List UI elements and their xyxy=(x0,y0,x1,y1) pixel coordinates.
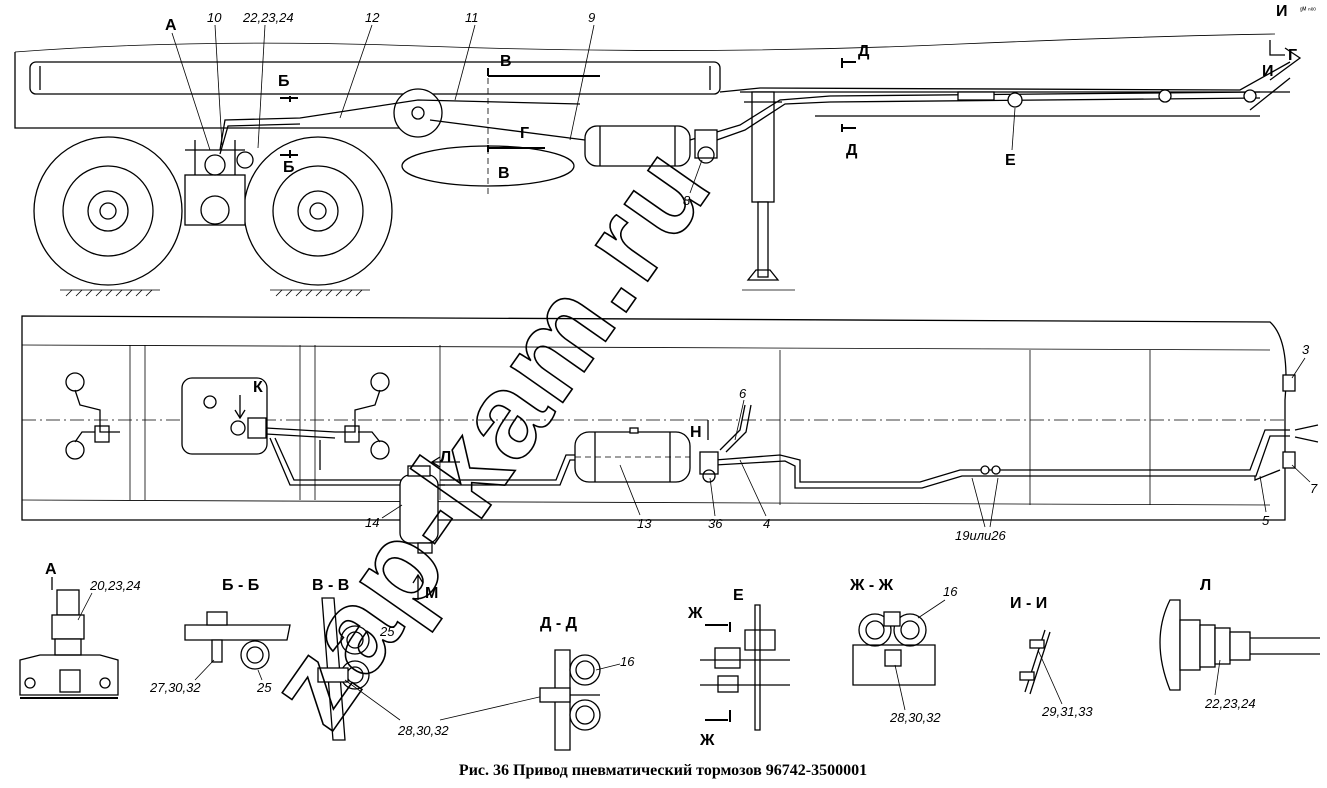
detail-zhzh: Ж - Ж 16 28,30,32 xyxy=(849,577,958,725)
label-19-26: 19или26 xyxy=(955,528,1006,543)
compartment-k xyxy=(181,377,268,455)
label-12: 12 xyxy=(365,10,380,25)
landing-gear xyxy=(744,91,782,281)
detail-e-zh-top: Ж xyxy=(687,605,703,622)
receiver-13 xyxy=(574,431,691,483)
detail-l-ref1: 22,23,24 xyxy=(1204,696,1256,711)
label-g: Г xyxy=(520,125,529,142)
label-v-top: В xyxy=(500,53,512,70)
detail-vv-ref2: 28,30,32 xyxy=(397,723,449,738)
side-view-labels: А 10 22,23,24 12 11 9 8 Б Б В В Г Д Д Е … xyxy=(165,3,1316,208)
figure-caption: Рис. 36 Привод пневматический тормозов 9… xyxy=(459,762,867,779)
detail-dd: Д - Д 16 xyxy=(539,615,635,751)
detail-bb-ref2: 25 xyxy=(256,680,272,695)
plan-view xyxy=(21,315,1319,600)
detail-zhzh-title: Ж - Ж xyxy=(849,577,894,594)
side-view xyxy=(14,33,1302,297)
label-b-bottom: Б xyxy=(283,159,295,176)
detail-bb-ref1: 27,30,32 xyxy=(149,680,201,695)
coupling-3 xyxy=(1282,374,1296,392)
detail-zhzh-ref2: 28,30,32 xyxy=(889,710,941,725)
plan-view-labels: К Л М Н 3 4 5 6 7 13 14 36 19или26 xyxy=(253,342,1318,602)
label-10: 10 xyxy=(207,10,222,25)
label-k: К xyxy=(253,379,263,396)
label-36: 36 xyxy=(708,516,723,531)
receiver-side xyxy=(584,125,691,167)
valve-36 xyxy=(699,451,719,475)
detail-ii-title: И - И xyxy=(1010,595,1047,612)
label-6: 6 xyxy=(739,386,747,401)
corner-mark: ᵍᴹ ⁿᵉᵒ xyxy=(1300,7,1316,14)
detail-a-ref: 20,23,24 xyxy=(89,578,141,593)
label-m: М xyxy=(425,585,438,602)
wheel-rear xyxy=(243,136,393,286)
label-e-side: Е xyxy=(1005,152,1016,169)
detail-vv-ref1: 25 xyxy=(379,624,395,639)
detail-zhzh-ref1: 16 xyxy=(943,584,958,599)
label-3: 3 xyxy=(1302,342,1310,357)
detail-dd-ref1: 16 xyxy=(620,654,635,669)
label-i-mid: И xyxy=(1262,63,1274,80)
label-4: 4 xyxy=(763,516,770,531)
valve-8 xyxy=(694,129,718,159)
label-11: 11 xyxy=(465,10,479,25)
detail-vv-title: В - В xyxy=(312,577,349,594)
label-l: Л xyxy=(440,449,451,466)
label-13: 13 xyxy=(637,516,652,531)
coupling-7 xyxy=(1282,451,1296,469)
label-5: 5 xyxy=(1262,513,1270,528)
suspension xyxy=(184,174,246,226)
detail-e: Е Ж Ж xyxy=(687,587,790,749)
label-a-side: А xyxy=(165,17,177,34)
label-d-bottom: Д xyxy=(846,142,858,159)
detail-bb-title: Б - Б xyxy=(222,577,259,594)
detail-a-title: А xyxy=(45,561,57,578)
label-b-top: Б xyxy=(278,73,290,90)
detail-e-title: Е xyxy=(733,587,744,604)
detail-l-title: Л xyxy=(1200,577,1211,594)
detail-vv: В - В 25 28,30,32 xyxy=(312,577,549,741)
detail-e-zh-bottom: Ж xyxy=(699,732,715,749)
label-22-23-24: 22,23,24 xyxy=(242,10,294,25)
label-v-bottom: В xyxy=(498,165,510,182)
detail-ii-ref1: 29,31,33 xyxy=(1041,704,1093,719)
label-i-top: И xyxy=(1276,3,1288,20)
spare-wheel xyxy=(393,88,443,138)
load-cylinder xyxy=(29,61,721,95)
detail-bb: Б - Б 27,30,32 25 xyxy=(149,577,291,695)
detail-l: Л 22,23,24 xyxy=(1159,577,1320,711)
label-n: Н xyxy=(690,424,702,441)
detail-a: А 20,23,24 xyxy=(19,561,141,699)
label-g-right: Г xyxy=(1288,47,1297,64)
detail-dd-title: Д - Д xyxy=(540,615,578,632)
plan-chambers xyxy=(65,372,390,460)
wheel-front xyxy=(33,136,183,286)
label-d-top: Д xyxy=(858,43,870,60)
label-9: 9 xyxy=(588,10,595,25)
label-14: 14 xyxy=(365,515,379,530)
detail-ii: И - И 29,31,33 xyxy=(1010,595,1093,719)
label-8: 8 xyxy=(683,193,691,208)
label-7: 7 xyxy=(1310,481,1318,496)
